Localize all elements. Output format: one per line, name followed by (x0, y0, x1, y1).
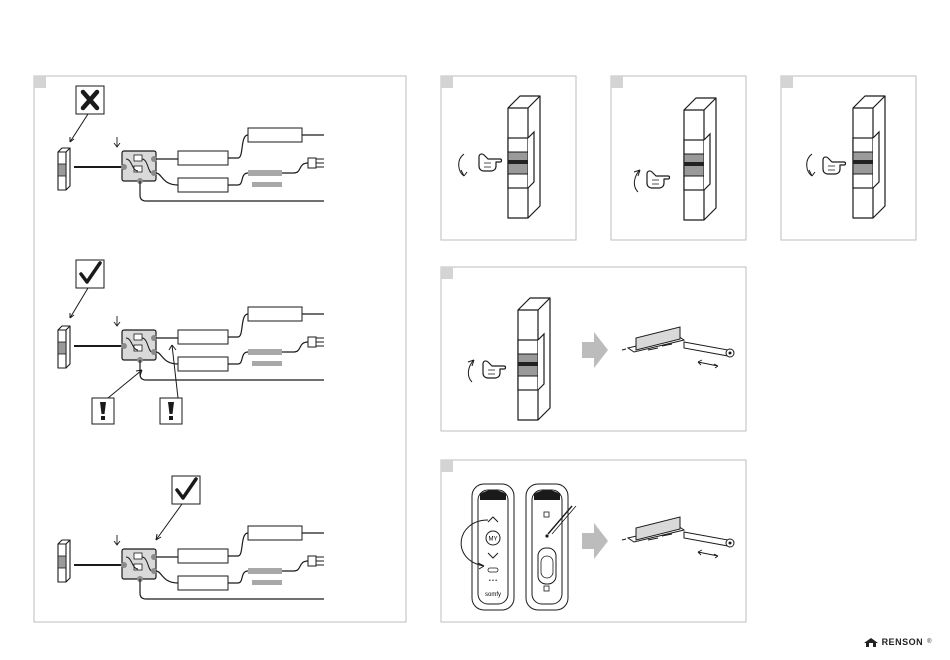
step-badge (441, 460, 453, 472)
house-icon (864, 638, 878, 647)
step-badge (441, 267, 453, 279)
step-badge (781, 76, 793, 88)
prog-button (545, 534, 548, 537)
rocker-switch-icon (853, 96, 885, 218)
step-badge (611, 76, 623, 88)
lock-icon (544, 512, 549, 517)
brand-trademark: ® (927, 639, 932, 645)
cross-icon (76, 86, 104, 114)
rocker-switch-icon (508, 96, 540, 218)
panel-3 (611, 76, 746, 240)
remote-logo: somfy (485, 592, 501, 598)
step-badge (34, 76, 46, 88)
step-badge (441, 76, 453, 88)
warning-icon (160, 398, 182, 424)
panel-4 (781, 76, 916, 240)
wall-switch-icon (58, 148, 70, 190)
brand-name: RENSON (882, 637, 924, 647)
rocker-switch-icon (518, 298, 550, 420)
my-button-label: MY (489, 537, 498, 543)
unlock-icon (544, 586, 549, 591)
warning-icon (92, 398, 114, 424)
rocker-switch-icon (684, 98, 716, 220)
check-icon (76, 260, 104, 288)
remote-back (526, 484, 576, 610)
wall-switch-icon (58, 540, 70, 582)
wall-switch-icon (58, 326, 70, 368)
channel-dots: • • • (489, 578, 497, 584)
check-icon (172, 476, 200, 504)
brand-logo: RENSON® (864, 637, 932, 647)
